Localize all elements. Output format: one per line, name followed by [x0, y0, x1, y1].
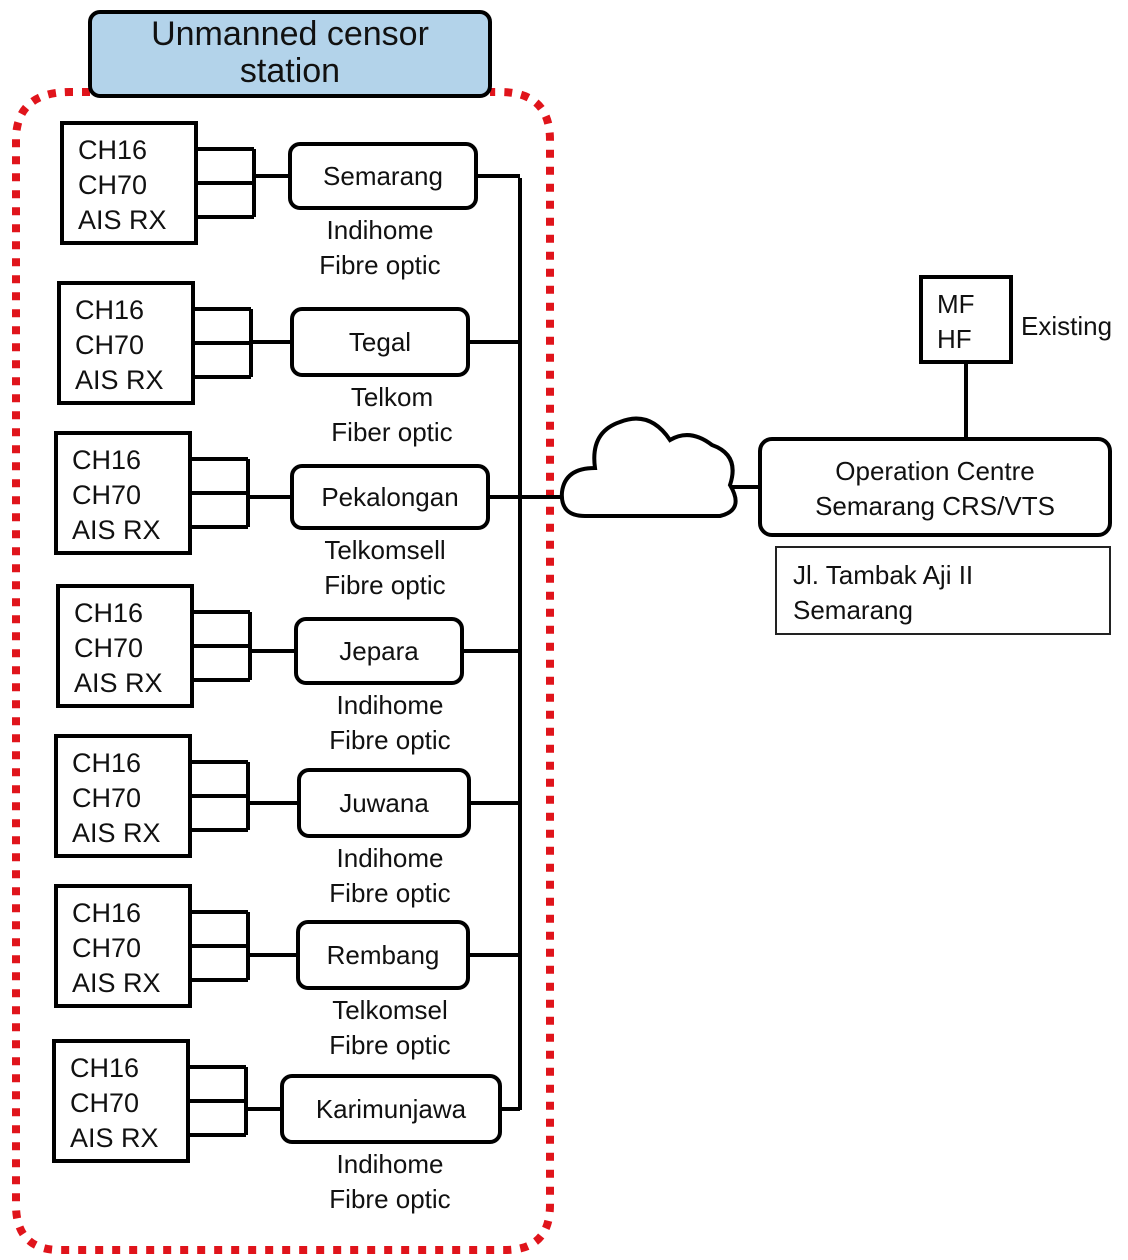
channel-label: CH70	[72, 933, 142, 963]
channel-label: CH16	[72, 445, 142, 475]
channel-label: CH70	[74, 633, 144, 663]
provider-label: Indihome	[336, 1149, 444, 1179]
channel-label: CH70	[75, 330, 145, 360]
channel-label: CH70	[72, 783, 142, 813]
site-semarang-box: Semarang	[288, 142, 478, 210]
link-type-label: Fibre optic	[319, 250, 441, 280]
mf-hf-box: MF HF	[919, 275, 1013, 364]
address-line-1: Jl. Tambak Aji II	[793, 560, 974, 590]
link-type-label: Fibre optic	[329, 878, 451, 908]
channel-label: CH70	[72, 480, 142, 510]
link-type-label: Fiber optic	[331, 417, 453, 447]
address-box: Jl. Tambak Aji II Semarang	[775, 546, 1111, 635]
provider-label: Telkomsell	[324, 535, 446, 565]
channel-label: AIS RX	[72, 818, 161, 848]
channel-label: CH16	[74, 598, 144, 628]
site-rembang-box: Rembang	[296, 920, 470, 990]
channel-label: CH16	[72, 898, 142, 928]
unmanned-station-boundary	[12, 88, 554, 1254]
channel-label: AIS RX	[74, 668, 163, 698]
unmanned-station-title: Unmanned censor station	[88, 10, 492, 98]
provider-label: Telkomsel	[332, 995, 448, 1025]
channel-label: CH70	[70, 1088, 140, 1118]
channel-label: AIS RX	[72, 515, 161, 545]
channel-label: AIS RX	[75, 365, 164, 395]
operation-centre-box: Operation Centre Semarang CRS/VTS	[758, 437, 1112, 537]
channel-label: AIS RX	[78, 205, 167, 235]
hf-label: HF	[937, 324, 972, 354]
title-line-1: Unmanned censor	[151, 15, 429, 53]
channel-label: CH16	[72, 748, 142, 778]
site-karimunjawa-box: Karimunjawa	[280, 1074, 502, 1144]
site-pekalongan-box: Pekalongan	[290, 464, 490, 530]
provider-label: Indihome	[336, 843, 444, 873]
cloud-icon	[559, 416, 738, 518]
channel-label: CH70	[78, 170, 148, 200]
address-line-2: Semarang	[793, 595, 913, 625]
existing-label: Existing	[1021, 311, 1113, 341]
link-type-label: Fibre optic	[329, 725, 451, 755]
channel-label: CH16	[75, 295, 145, 325]
site-juwana-box: Juwana	[297, 768, 471, 838]
site-jepara-box: Jepara	[294, 617, 464, 685]
channel-label: AIS RX	[70, 1123, 159, 1153]
operation-centre-line-1: Operation Centre	[835, 456, 1035, 486]
provider-label: Telkom	[350, 382, 434, 412]
link-type-label: Fibre optic	[329, 1030, 451, 1060]
channel-label: CH16	[78, 135, 148, 165]
title-line-2: station	[239, 52, 341, 90]
channel-label: AIS RX	[72, 968, 161, 998]
provider-label: Indihome	[326, 215, 434, 245]
channel-label: CH16	[70, 1053, 140, 1083]
link-type-label: Fibre optic	[329, 1184, 451, 1214]
mf-label: MF	[937, 289, 975, 319]
provider-label: Indihome	[336, 690, 444, 720]
operation-centre-line-2: Semarang CRS/VTS	[815, 491, 1055, 521]
link-type-label: Fibre optic	[324, 570, 446, 600]
site-tegal-box: Tegal	[290, 307, 470, 377]
